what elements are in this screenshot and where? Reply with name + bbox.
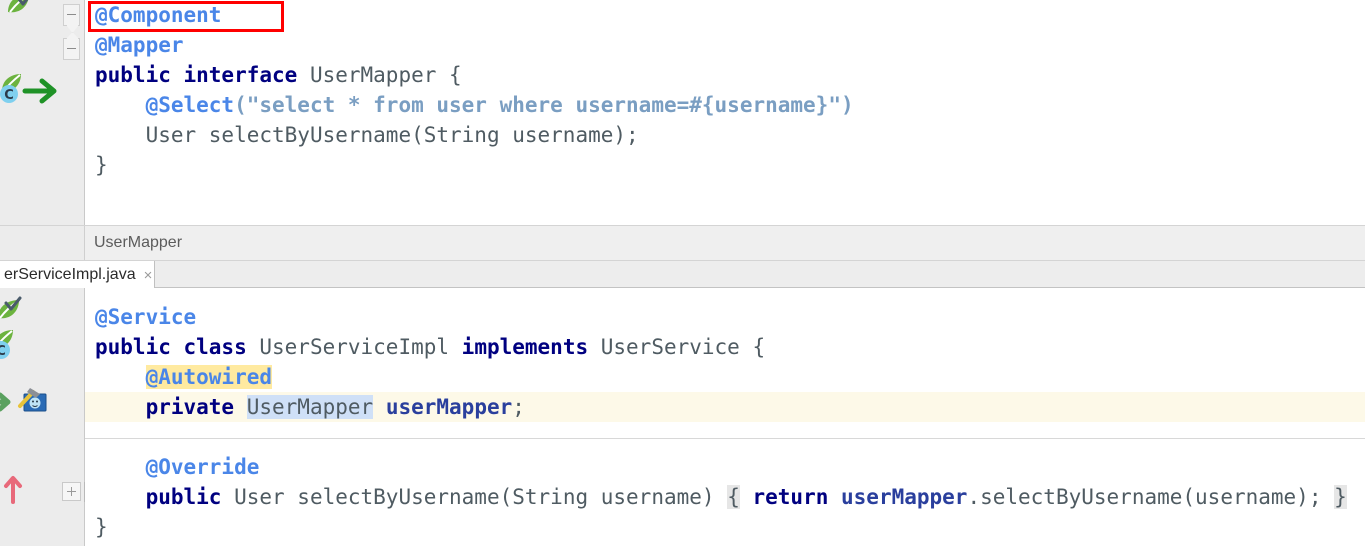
svg-text:C: C [4,88,14,103]
line-close-brace[interactable]: } [85,150,1365,180]
code-token: public [145,485,235,509]
editor-tab-bar[interactable]: erServiceImpl.java × [0,261,1365,289]
fold-marker-mapper-icon[interactable] [63,38,80,60]
code-token: ; [512,395,525,419]
editor-pane-userserviceimpl[interactable]: C [0,288,1365,546]
code-token: return [752,485,842,509]
code-token: userMapper [841,485,968,509]
code-token [373,395,386,419]
line-blank[interactable] [85,422,1365,452]
spring-bean-icon[interactable] [2,0,36,29]
code-token: private [145,395,247,419]
line-method-impl[interactable]: public User selectByUsername(String user… [85,482,1365,512]
fold-guide-line-bottom [84,288,85,482]
editor-pane-usermapper[interactable]: C @Component @Mapper public interface User… [0,0,1365,225]
tab-label: erServiceImpl.java [4,266,136,283]
line-component[interactable]: @Component [85,0,1365,30]
autowired-dependency-icon[interactable] [14,384,50,423]
implemented-by-arrow-icon[interactable] [22,74,60,113]
code-token: { [727,485,740,509]
line-class-decl[interactable]: public class UserServiceImpl implements … [85,332,1365,362]
code-token: @Service [95,305,197,329]
code-token: UserService { [600,335,766,359]
code-token: @Autowired [145,365,273,389]
fold-guide-line-bottom-2 [84,502,85,546]
fold-strip-top[interactable] [58,0,85,225]
line-override-annotation[interactable]: @Override [85,452,1365,482]
code-token: .selectByUsername(username); [967,485,1322,509]
spring-bean-class-icon[interactable]: C [0,70,32,111]
close-icon[interactable]: × [143,266,153,284]
fold-strip-bottom[interactable] [58,288,85,546]
line-interface-decl[interactable]: public interface UserMapper { [85,60,1365,90]
editor-gutter-top[interactable]: C [0,0,59,225]
code-token: } [95,515,108,539]
spring-bean-class-icon[interactable]: C [0,326,24,367]
code-content-userserviceimpl[interactable]: @Service public class UserServiceImpl imp… [85,288,1365,546]
autowired-arrow-icon[interactable] [0,388,18,421]
line-mapper[interactable]: @Mapper [85,30,1365,60]
line-autowired[interactable]: @Autowired [85,362,1365,392]
line-class-close-brace[interactable]: } [85,512,1365,542]
tab-userserviceimpl-java[interactable]: erServiceImpl.java × [0,261,155,289]
fold-guide-line-top [84,68,85,225]
code-token [1321,485,1334,509]
spring-bean-icon[interactable] [0,296,26,335]
code-token: UserMapper [246,395,374,419]
indent-space [95,93,146,117]
indent-space [95,123,146,147]
code-token: User selectByUsername(String username) [234,485,728,509]
code-token: public class [95,335,260,359]
line-method-decl[interactable]: User selectByUsername(String username); [85,120,1365,150]
tab-bar-empty-area [155,261,1365,288]
code-token [740,485,753,509]
indent-space [95,455,146,479]
breadcrumb-item-usermapper[interactable]: UserMapper [94,234,183,251]
code-token: @Override [145,455,260,479]
code-token: } [95,153,108,177]
code-token: ("select * from user where username=#{us… [234,93,854,117]
code-token: implements [461,335,601,359]
code-token: UserServiceImpl [259,335,462,359]
indent-space [95,365,146,389]
code-content-usermapper[interactable]: @Component @Mapper public interface UserMa… [85,0,1365,225]
breadcrumb-gutter-segment [0,226,85,260]
code-token: @Mapper [95,33,184,57]
code-token: userMapper [385,395,513,419]
indent-space [95,395,146,419]
line-field-usermapper[interactable]: private UserMapper userMapper; [85,392,1365,422]
code-token: public interface [95,63,310,87]
fold-marker-component-icon[interactable] [63,4,80,26]
code-token: User selectByUsername(String username); [145,123,639,147]
code-token: @Component [95,3,222,27]
line-service-annotation[interactable]: @Service [85,302,1365,332]
svg-text:C: C [0,344,6,359]
breadcrumb-bar[interactable]: UserMapper [0,225,1365,261]
inlay-separator-rule [85,438,1365,439]
code-token: @Select [145,93,235,117]
fold-marker-method-expand-icon[interactable] [62,482,81,501]
code-token: } [1334,485,1347,509]
indent-space [95,485,146,509]
line-select-annotation[interactable]: @Select("select * from user where userna… [85,90,1365,120]
overriding-method-arrow-icon[interactable] [2,473,24,510]
code-token: UserMapper { [309,63,462,87]
editor-gutter-bottom[interactable]: C [0,288,59,546]
